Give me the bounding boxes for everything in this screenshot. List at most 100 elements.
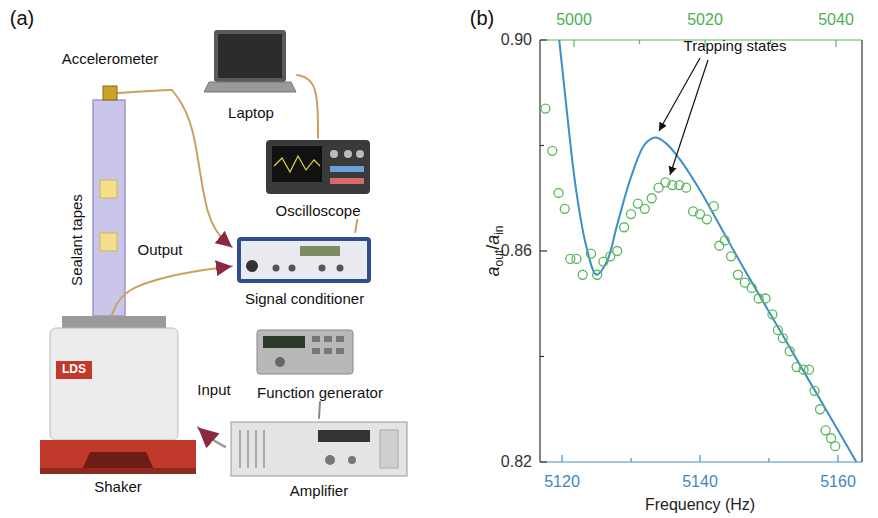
equipment-label: Laptop (228, 104, 274, 122)
measured-point (620, 223, 629, 232)
oscilloscope-icon (266, 140, 370, 194)
scope-buttons (330, 178, 364, 184)
measured-point (682, 183, 691, 192)
amplifier-handle (380, 430, 398, 468)
measured-point (586, 249, 595, 258)
top-tick-label: 5040 (818, 11, 854, 29)
equipment-label: Signal conditioner (245, 290, 364, 308)
measured-point (541, 104, 550, 113)
connector-jack (246, 260, 258, 272)
vent-slot (239, 430, 241, 468)
tick (768, 458, 769, 462)
bottom-x-axis (540, 461, 862, 462)
brand-logo: LDS (62, 363, 86, 376)
measured-point (613, 247, 622, 256)
measured-point (831, 442, 840, 451)
measured-point (810, 386, 819, 395)
laptop-lid (214, 30, 286, 82)
measured-point (785, 347, 794, 356)
connector-jack (289, 265, 296, 272)
laptop-base (204, 82, 296, 92)
generator-button (336, 336, 344, 342)
model-curve (554, 40, 862, 462)
signal-label: Output (135, 241, 184, 259)
measured-point (640, 204, 649, 213)
connector-jack (273, 265, 280, 272)
measured-point (720, 236, 729, 245)
tick (699, 455, 700, 462)
connector-jack (319, 265, 326, 272)
accelerometer-sensor (103, 86, 172, 100)
scope-knob (344, 150, 352, 158)
oscilloscope-node: Oscilloscope (262, 138, 374, 220)
vent-slot (247, 430, 249, 468)
generator-button (312, 348, 320, 354)
tick (630, 458, 631, 462)
plot-area (541, 0, 866, 478)
generator-button (336, 348, 344, 354)
test-beam (93, 100, 125, 316)
top-tick-label: 5020 (687, 11, 723, 29)
axis-subscript: out (492, 250, 506, 267)
measured-point (727, 252, 736, 261)
x-axis-title: Frequency (Hz) (645, 496, 755, 514)
equipment-label: Amplifier (290, 482, 348, 500)
measured-point (821, 426, 830, 435)
shaker-icon (40, 316, 196, 474)
conditioner-body (237, 237, 371, 283)
panel-letter: (a) (10, 7, 34, 29)
amplifier-knob (325, 455, 335, 465)
measured-point (747, 283, 756, 292)
signal-label: Input (195, 381, 232, 399)
scope-trace (274, 156, 320, 172)
amplifier-display (318, 430, 370, 442)
connector-jack (337, 265, 344, 272)
x-tick-label: 5160 (820, 473, 856, 491)
annotation: Trapping states (684, 38, 787, 55)
y-ticks (540, 40, 547, 462)
tick (573, 40, 574, 47)
tick (540, 461, 547, 462)
cable-connector (112, 266, 232, 316)
shaker-foot (40, 468, 196, 474)
amplifier-icon (231, 422, 407, 476)
conditioner-panel (241, 241, 367, 279)
annotation-arrow (659, 58, 700, 131)
sensor-wire (117, 90, 172, 93)
shaker-body (50, 328, 178, 440)
frame-right (861, 40, 862, 462)
accelerometer-node: Accelerometer (48, 50, 172, 100)
y-tick-label: 0.82 (501, 453, 532, 471)
laptop-icon (204, 30, 296, 92)
cable-connector (355, 220, 357, 232)
measured-point (578, 270, 587, 279)
cable-connector (172, 90, 232, 247)
equipment-label: Shaker (94, 478, 142, 496)
measured-point (761, 294, 770, 303)
conditioner-display (300, 246, 340, 256)
cable-connector (198, 428, 225, 447)
measured-point (627, 210, 636, 219)
generator-display (263, 336, 305, 348)
axis-subscript: in (492, 225, 506, 234)
signal-conditioner-icon (237, 237, 371, 283)
shaker-logo-plate (56, 361, 92, 379)
y-axis-title: aout/ain (484, 225, 504, 276)
measured-point (554, 188, 563, 197)
measured-point (805, 365, 814, 374)
y-tick-label: 0.90 (501, 31, 532, 49)
tick (540, 39, 547, 40)
shaker-node: Shaker (38, 316, 198, 496)
sealant-tape (100, 180, 117, 198)
measured-point (709, 202, 718, 211)
shaker-base (40, 440, 196, 474)
generator-button (312, 336, 320, 342)
amplifier-body (231, 422, 407, 476)
measured-point (702, 215, 711, 224)
vent-slot (255, 430, 257, 468)
sealant-tape (100, 233, 117, 251)
measured-point (647, 194, 656, 203)
amplifier-knob (348, 456, 356, 464)
measured-point (778, 334, 787, 343)
